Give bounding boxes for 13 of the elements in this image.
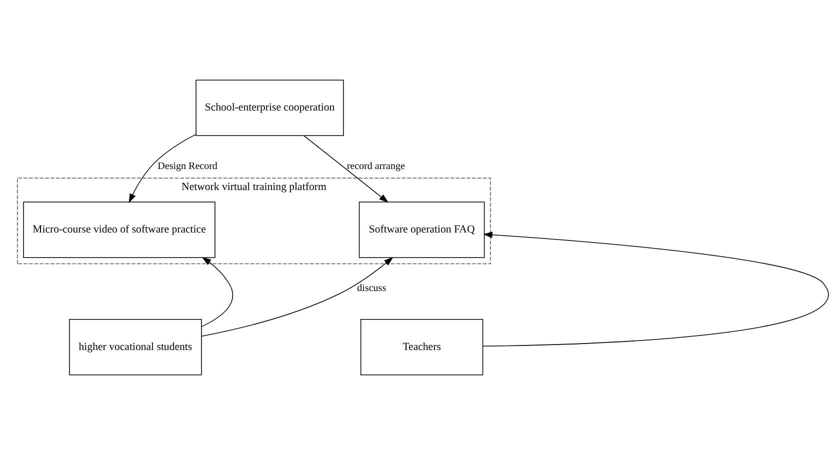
arrow <box>482 231 829 346</box>
node-box: Micro-course video of software practice <box>23 201 216 258</box>
arrow <box>304 134 388 202</box>
edge-label: record arrange <box>346 160 405 172</box>
arrow <box>201 256 394 336</box>
arrow <box>128 134 196 202</box>
node-box: School-enterprise cooperation <box>196 79 344 136</box>
edge-label: Design Record <box>158 160 218 172</box>
edge-label: discuss <box>357 282 386 294</box>
arrow <box>201 256 234 326</box>
node-box: Software operation FAQ <box>358 201 485 258</box>
node-box: higher vocational students <box>69 318 202 375</box>
node-box: Teachers <box>360 318 484 375</box>
